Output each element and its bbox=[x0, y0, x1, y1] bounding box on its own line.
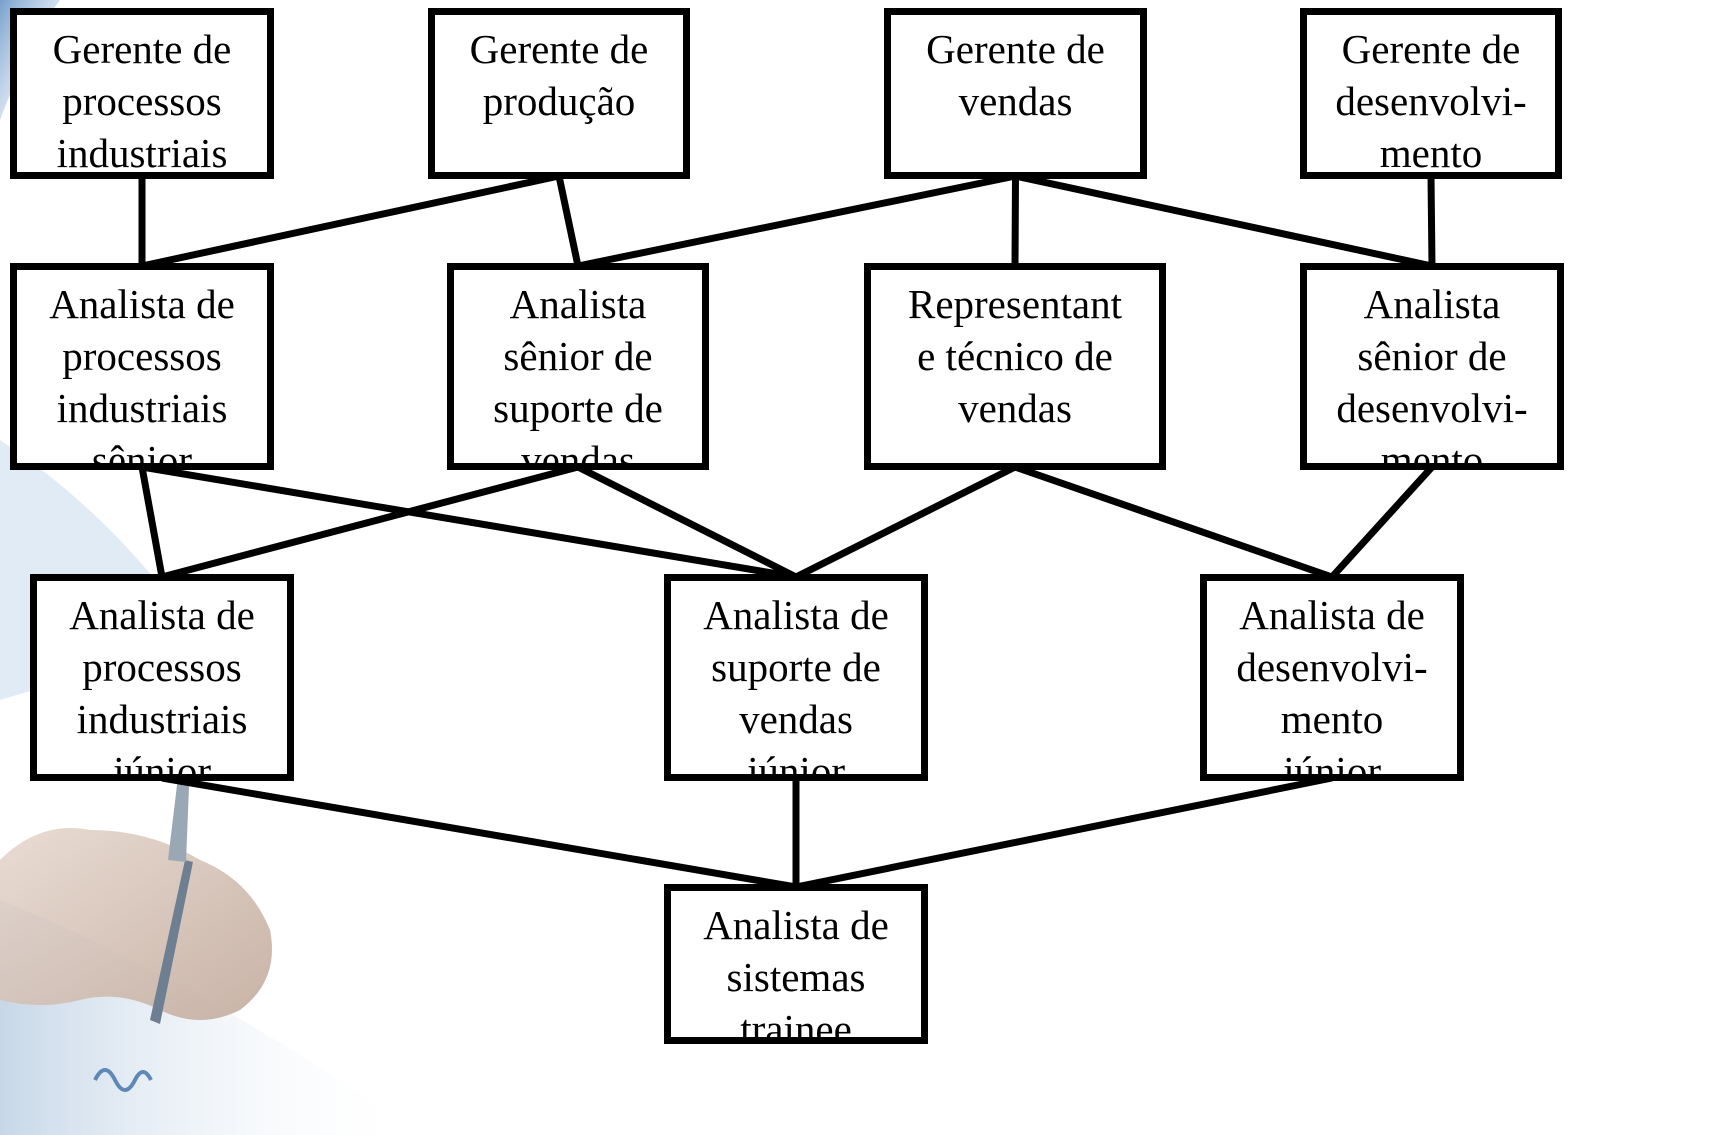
node-label-line: e técnico de bbox=[917, 333, 1113, 379]
node-analista-desenvolvimento-junior: Analista de desenvolvi- mento júnior bbox=[1200, 574, 1464, 781]
node-representante-tecnico-vendas: Representant e técnico de vendas bbox=[864, 263, 1166, 470]
connector-gerente-vendas-to-representante-tecnico bbox=[1011, 175, 1019, 267]
node-gerente-processos-industriais: Gerente de processos industriais bbox=[10, 8, 274, 179]
node-label-line: processos bbox=[82, 644, 242, 690]
connector-analista-desenvolvimento-senior-to-analista-desenvolvimento-junior bbox=[1329, 464, 1435, 580]
node-label-line: vendas bbox=[521, 437, 635, 470]
node-label-line: vendas bbox=[739, 696, 853, 742]
node-label-line: Gerente de bbox=[926, 26, 1105, 72]
node-label-line: suporte de bbox=[493, 385, 663, 431]
node-label-line: suporte de bbox=[711, 644, 881, 690]
node-label-line: Gerente de bbox=[469, 26, 649, 72]
node-label-line: desenvolvi- bbox=[1336, 385, 1528, 431]
connector-analista-processos-senior-to-analista-processos-junior bbox=[138, 466, 166, 578]
connector-gerente-producao-to-analista-processos-senior bbox=[141, 172, 560, 270]
node-analista-senior-suporte-vendas: Analista sênior de suporte de vendas bbox=[447, 263, 709, 470]
node-label-line: júnior bbox=[113, 748, 211, 781]
node-label-line: Analista de bbox=[69, 592, 255, 638]
node-label-line: sênior de bbox=[503, 333, 653, 379]
node-label-line: sênior bbox=[91, 437, 193, 470]
node-analista-suporte-vendas-junior: Analista de suporte de vendas júnior bbox=[664, 574, 928, 781]
connector-analista-processos-senior-to-analista-suporte-junior bbox=[141, 463, 797, 581]
node-gerente-producao: Gerente de produção bbox=[428, 8, 690, 179]
node-label-line: Representant bbox=[907, 281, 1123, 327]
connector-analista-desenvolvimento-junior-to-analista-sistemas-trainee bbox=[795, 774, 1333, 891]
node-label-line: processos bbox=[62, 78, 222, 124]
node-label-line: Gerente de bbox=[1341, 26, 1521, 72]
node-analista-processos-industriais-junior: Analista de processos industriais júnior bbox=[30, 574, 294, 781]
node-label-line: Analista de bbox=[49, 281, 235, 327]
node-label-line: processos bbox=[62, 333, 222, 379]
node-label-line: Analista de bbox=[1239, 592, 1425, 638]
connector-analista-processos-junior-to-analista-sistemas-trainee bbox=[161, 774, 797, 891]
connector-gerente-vendas-to-analista-desenvolvimento-senior bbox=[1014, 172, 1433, 270]
connector-gerente-producao-to-analista-suporte-senior bbox=[555, 175, 582, 267]
node-label-line: júnior bbox=[1283, 748, 1381, 781]
node-label-line: sistemas bbox=[726, 954, 866, 1000]
node-label-line: Gerente de bbox=[52, 26, 232, 72]
node-gerente-desenvolvimento: Gerente de desenvolvi- mento bbox=[1300, 8, 1562, 179]
node-label-line: trainee bbox=[740, 1006, 852, 1044]
node-label-line: desenvolvi- bbox=[1236, 644, 1428, 690]
node-label-line: júnior bbox=[747, 748, 845, 781]
node-label-line: vendas bbox=[958, 78, 1073, 124]
node-label-line: Analista de bbox=[703, 592, 889, 638]
node-label-line: vendas bbox=[958, 385, 1072, 431]
node-gerente-vendas: Gerente de vendas bbox=[884, 8, 1147, 179]
node-label-line: Analista bbox=[509, 281, 647, 327]
node-label-line: industriais bbox=[56, 130, 228, 176]
connector-gerente-desenvolvimento-to-analista-desenvolvimento-senior bbox=[1427, 175, 1436, 267]
node-label-line: produção bbox=[482, 78, 636, 124]
node-label-line: mento bbox=[1280, 696, 1384, 742]
connector-representante-tecnico-to-analista-suporte-junior bbox=[794, 463, 1017, 581]
connector-gerente-vendas-to-analista-suporte-senior bbox=[577, 172, 1017, 270]
node-analista-sistemas-trainee: Analista de sistemas trainee bbox=[664, 884, 928, 1044]
node-analista-senior-desenvolvimento: Analista sênior de desenvolvi- mento bbox=[1300, 263, 1564, 470]
node-label-line: Analista de bbox=[703, 902, 889, 948]
node-label-line: desenvolvi- bbox=[1335, 78, 1527, 124]
node-label-line: mento bbox=[1379, 130, 1483, 176]
node-label-line: industriais bbox=[76, 696, 248, 742]
connector-analista-suporte-senior-to-analista-processos-junior bbox=[161, 463, 579, 581]
connector-analista-suporte-senior-to-analista-suporte-junior bbox=[576, 463, 798, 581]
node-label-line: mento bbox=[1380, 437, 1484, 470]
node-label-line: industriais bbox=[56, 385, 228, 431]
node-label-line: Analista bbox=[1363, 281, 1501, 327]
node-analista-processos-industriais-senior: Analista de processos industriais sênior bbox=[10, 263, 274, 470]
connector-representante-tecnico-to-analista-desenvolvimento-junior bbox=[1013, 463, 1334, 581]
node-label-line: sênior de bbox=[1357, 333, 1507, 379]
